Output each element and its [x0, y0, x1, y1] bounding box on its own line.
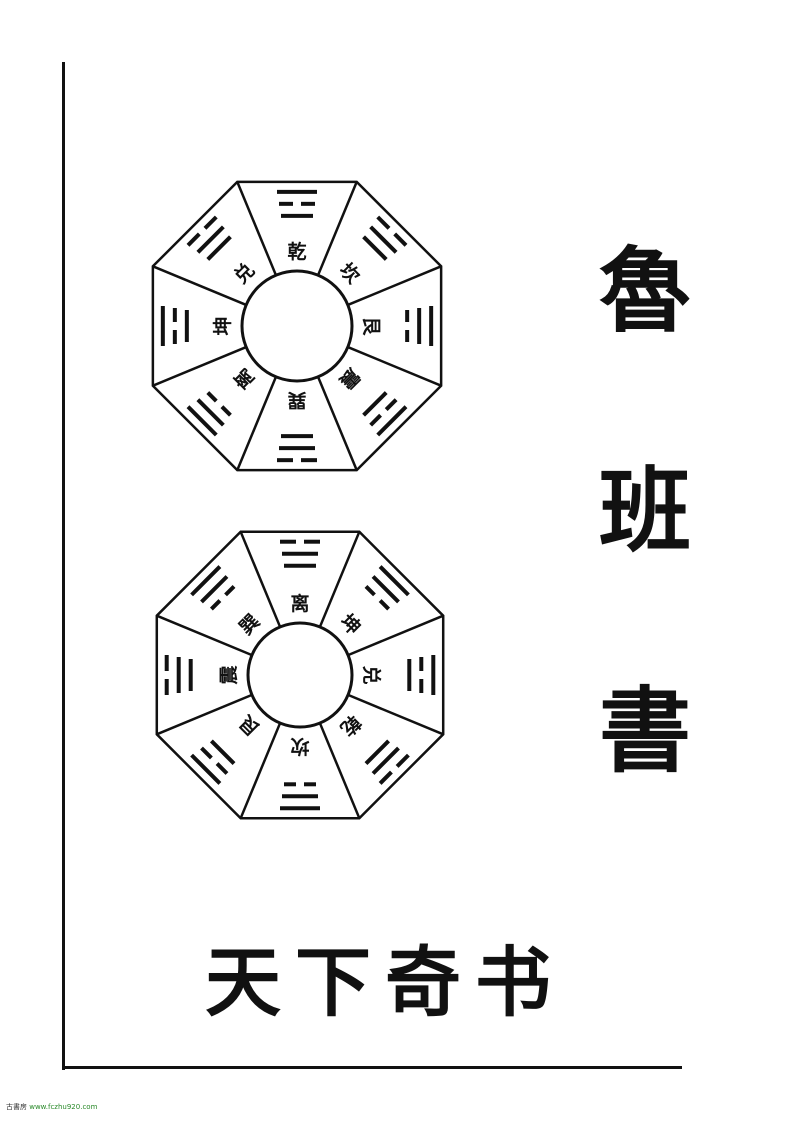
bagua-lower-trigram-bar	[200, 746, 213, 760]
bagua-upper-trigram-label: 坎	[335, 258, 365, 288]
watermark: 古書房 www.fczhu920.com	[6, 1102, 97, 1112]
bagua-upper-trigram-bar	[206, 235, 232, 261]
watermark-url: www.fczhu920.com	[29, 1103, 98, 1111]
bagua-lower-spoke	[347, 614, 444, 657]
bagua-upper-center-circle	[240, 269, 354, 383]
bagua-lower-trigram-label: 艮	[235, 710, 265, 740]
bagua-lower-spoke	[318, 531, 361, 628]
bagua-upper-spoke	[236, 181, 278, 276]
subtitle: 天下奇书	[205, 938, 565, 1027]
title-char-2: 班	[598, 457, 691, 565]
bagua-upper-trigram-bar	[376, 215, 391, 230]
bagua-lower-trigram-label: 坎	[290, 735, 309, 758]
title-char-3: 書	[598, 677, 691, 785]
bagua-lower-spoke	[239, 722, 282, 819]
bagua-upper-spoke	[347, 345, 442, 387]
bagua-lower-trigram-bar	[378, 599, 391, 611]
bagua-upper-spoke	[347, 265, 442, 307]
bagua-lower-trigram-bar	[364, 584, 376, 597]
page-border-bottom	[62, 1066, 682, 1069]
bagua-lower-trigram-bar	[200, 575, 229, 604]
bagua-lower-trigram-bar	[190, 753, 222, 785]
bagua-lower-trigram-bar	[224, 584, 236, 597]
bagua-lower-trigram-label: 坤	[336, 610, 366, 640]
bagua-upper-trigram-label: 离	[229, 364, 259, 394]
bagua-upper-trigram-bar	[384, 398, 398, 411]
watermark-site-name: 古書房	[6, 1103, 27, 1111]
bagua-lower-trigram-bar	[378, 565, 410, 597]
bagua-lower-spoke	[239, 531, 282, 628]
bagua-lower-spoke	[318, 722, 361, 819]
bagua-upper-spoke	[316, 376, 358, 471]
bagua-upper-trigram-bar	[196, 225, 225, 254]
bagua-lower-spoke	[156, 693, 253, 736]
bagua-upper-trigram-bar	[206, 391, 218, 403]
bagua-lower-trigram-label: 巽	[235, 610, 264, 639]
bagua-upper-spoke	[236, 376, 278, 471]
bagua-lower-trigram-bar	[209, 599, 222, 611]
bagua-upper-trigram-label: 坤	[211, 316, 234, 335]
bagua-upper-trigram-bar	[362, 235, 388, 261]
bagua-lower-trigram-bar	[378, 770, 393, 785]
bagua-upper-trigram-label: 兑	[229, 258, 259, 288]
bagua-upper-spoke	[152, 265, 247, 307]
bagua-upper-trigram-bar	[186, 232, 201, 247]
bagua-upper-trigram-label: 乾	[287, 240, 306, 263]
bagua-upper-trigram-bar	[220, 405, 232, 417]
bagua-upper-trigram-bar	[369, 225, 398, 254]
bagua-lower-spoke	[347, 693, 444, 736]
bagua-lower-trigram-bar	[371, 746, 400, 775]
bagua-upper-trigram-bar	[362, 391, 388, 417]
bagua-lower-trigram-bar	[395, 753, 410, 768]
page-border-left	[62, 62, 65, 1070]
bagua-lower-trigram-label: 乾	[336, 711, 366, 741]
bagua-lower-trigram-bar	[364, 739, 391, 766]
bagua-lower-trigram-label: 兑	[360, 665, 383, 684]
title-char-1: 魯	[598, 237, 691, 345]
bagua-upper-trigram-label: 巽	[287, 389, 306, 411]
bagua-upper-trigram-label: 震	[334, 364, 364, 394]
bagua-upper-trigram-bar	[376, 405, 408, 437]
bagua-lower-trigram-bar	[371, 575, 400, 604]
bagua-lower-spoke	[156, 614, 253, 657]
bagua-lower-trigram-label: 震	[218, 665, 240, 685]
bagua-lower-trigram-bar	[190, 565, 222, 597]
bagua-upper-trigram-bar	[393, 232, 408, 247]
bagua-upper-trigram-bar	[203, 215, 218, 230]
bagua-lower-trigram-bar	[209, 739, 236, 766]
bagua-upper-trigram-bar	[186, 405, 218, 437]
bagua-upper-spoke	[152, 345, 247, 387]
bagua-upper-trigram-bar	[196, 398, 225, 427]
bagua-upper-trigram-bar	[369, 413, 382, 427]
bagua-upper-trigram-label: 艮	[360, 316, 382, 336]
bagua-lower-center-circle	[246, 621, 354, 729]
bagua-lower-trigram-label: 离	[290, 592, 309, 615]
bagua-lower-trigram-bar	[215, 762, 229, 775]
bagua-upper-spoke	[316, 181, 358, 276]
